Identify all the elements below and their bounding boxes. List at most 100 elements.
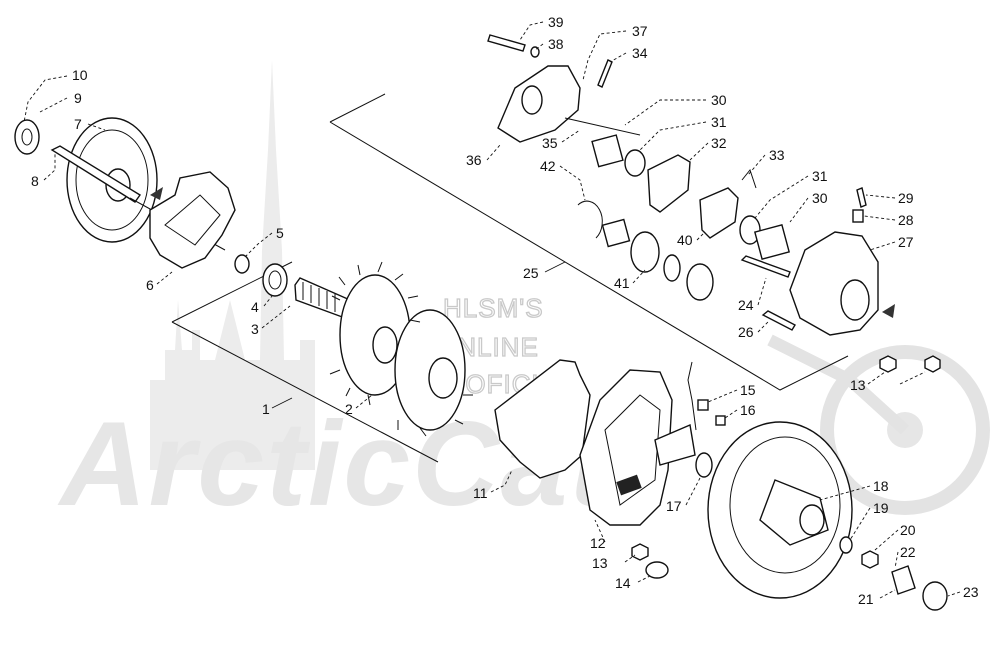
part-bolt-16	[715, 415, 726, 426]
callout-31b: 31	[812, 168, 828, 184]
part-bolt-26	[761, 310, 796, 331]
part-housing-6-inner	[164, 194, 221, 246]
callout-30a: 30	[711, 92, 727, 108]
part-arrow-marker	[150, 187, 163, 200]
callout-24: 24	[738, 297, 754, 313]
leader-22	[894, 551, 899, 569]
leader-lines	[23, 21, 961, 599]
callout-13b: 13	[592, 555, 608, 571]
part-bolt-20	[861, 550, 879, 569]
leader-25	[544, 261, 566, 273]
leader-2	[355, 394, 373, 409]
watermark-wheel	[820, 345, 990, 515]
part-brake-pad-40	[699, 187, 739, 239]
callout-31a: 31	[711, 114, 727, 130]
leader-8	[43, 152, 56, 181]
part-clutch-sheave-rim	[75, 129, 149, 231]
leader-38	[534, 43, 544, 51]
part-pin-37	[597, 59, 613, 88]
watermark-skyline	[150, 60, 315, 470]
callout-18: 18	[873, 478, 889, 494]
part-nut-13a-1	[879, 355, 897, 373]
callout-17: 17	[666, 498, 682, 514]
callout-39: 39	[548, 14, 564, 30]
callout-20: 20	[900, 522, 916, 538]
part-arrow-marker-2	[882, 304, 895, 318]
callout-28: 28	[898, 212, 914, 228]
part-bracket-15	[697, 399, 709, 411]
leader-31a	[639, 121, 707, 151]
callout-34: 34	[632, 45, 648, 61]
leader-13a	[867, 371, 926, 385]
callout-16: 16	[740, 402, 756, 418]
watermark-line-1: HLSM'S	[443, 293, 544, 323]
leader-17	[685, 477, 701, 506]
brake-assembly-group	[487, 34, 941, 373]
leader-26	[757, 321, 769, 333]
part-washer-19	[839, 536, 853, 554]
leader-40	[696, 231, 706, 241]
leader-16	[724, 409, 738, 419]
leader-34	[609, 52, 627, 63]
callout-37: 37	[632, 23, 648, 39]
leader-36	[486, 144, 501, 161]
callout-23: 23	[963, 584, 979, 600]
part-output-shaft	[654, 424, 696, 466]
watermark-fork	[767, 334, 910, 435]
part-sensor-wire	[687, 361, 697, 431]
part-seal-41b	[663, 254, 681, 282]
part-bearing-41	[630, 231, 660, 273]
leader-4	[263, 295, 273, 307]
callout-8: 8	[31, 173, 39, 189]
leader-31b	[754, 175, 809, 219]
part-sprocket-hub-b	[428, 357, 458, 399]
callout-5: 5	[276, 225, 284, 241]
callout-42: 42	[540, 158, 556, 174]
part-washer-10	[14, 119, 40, 155]
leader-32	[689, 142, 709, 161]
part-bearing-41c	[686, 263, 714, 301]
part-bearing-cup-41	[601, 218, 631, 248]
part-housing-6	[149, 171, 236, 269]
callout-2: 2	[345, 401, 353, 417]
callout-40: 40	[677, 232, 693, 248]
leader-24	[757, 277, 767, 306]
frame-group-25	[329, 93, 849, 391]
callout-4: 4	[251, 299, 259, 315]
leader-19	[849, 507, 871, 541]
part-nut-13a-2	[924, 355, 941, 373]
leader-42	[559, 165, 586, 201]
callout-25: 25	[523, 265, 539, 281]
callout-35: 35	[542, 135, 558, 151]
part-bolt-29	[856, 187, 867, 208]
leader-12	[594, 519, 606, 543]
part-ring-14	[645, 561, 669, 579]
part-cap-23	[922, 581, 948, 611]
part-piston-30a	[591, 134, 624, 168]
leader-20	[874, 529, 899, 551]
leader-30b	[789, 197, 809, 223]
chaincase-group	[579, 361, 726, 579]
part-bushing-28	[852, 209, 864, 223]
leader-1	[271, 397, 293, 409]
callout-14: 14	[615, 575, 631, 591]
callout-7: 7	[74, 116, 82, 132]
leader-14	[637, 575, 651, 583]
part-driven-clutch-bore	[799, 504, 825, 536]
leader-29	[865, 194, 896, 199]
part-piston-30b	[753, 223, 791, 261]
callout-6: 6	[146, 277, 154, 293]
callout-22: 22	[900, 544, 916, 560]
callout-12: 12	[590, 535, 606, 551]
callout-38: 38	[548, 36, 564, 52]
leader-10	[23, 75, 68, 123]
part-sprocket-teeth	[329, 261, 473, 437]
leader-37	[582, 30, 627, 81]
leader-15	[707, 389, 738, 403]
leader-39	[519, 21, 544, 41]
leader-35	[561, 129, 581, 143]
callout-1: 1	[262, 401, 270, 417]
part-clutch-bolt-8	[50, 145, 142, 203]
leader-33	[747, 154, 766, 176]
